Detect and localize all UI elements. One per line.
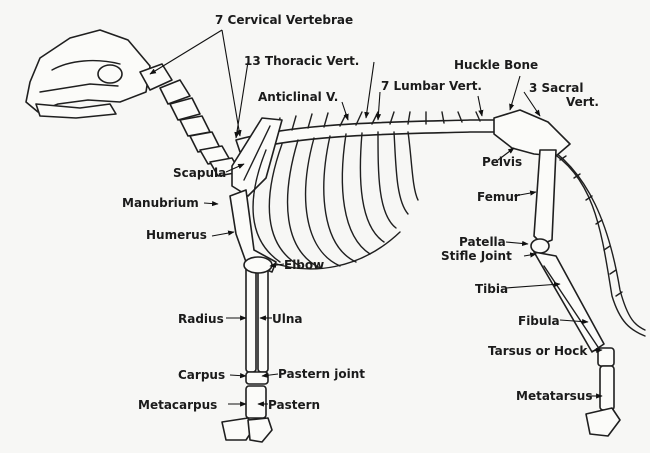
label-elbow: Elbow <box>284 258 324 272</box>
label-thoracic-vertebrae: 13 Thoracic Vert. <box>244 54 359 68</box>
label-sacral-line-1: 3 Sacral <box>529 81 584 95</box>
label-pastern: Pastern <box>268 398 320 412</box>
label-metatarsus: Metatarsus <box>516 389 593 403</box>
cervical-vertebrae <box>140 64 240 176</box>
label-manubrium: Manubrium <box>122 196 199 210</box>
label-lumbar-vertebrae: 7 Lumbar Vert. <box>381 79 482 93</box>
pelvis <box>494 110 570 156</box>
label-metacarpus: Metacarpus <box>138 398 217 412</box>
label-fibula: Fibula <box>518 314 560 328</box>
label-pastern-joint: Pastern joint <box>278 367 365 381</box>
label-stifle-joint: Stifle Joint <box>441 249 512 263</box>
label-huckle-bone: Huckle Bone <box>454 58 538 72</box>
label-radius: Radius <box>178 312 224 326</box>
scapula <box>232 118 282 196</box>
spine <box>236 112 645 336</box>
label-femur: Femur <box>477 190 520 204</box>
label-tibia: Tibia <box>475 282 508 296</box>
label-pelvis: Pelvis <box>482 155 522 169</box>
rib-cage <box>253 132 418 269</box>
label-carpus: Carpus <box>178 368 225 382</box>
label-scapula: Scapula <box>173 166 226 180</box>
label-ulna: Ulna <box>272 312 303 326</box>
label-tarsus-hock: Tarsus or Hock <box>488 344 587 358</box>
label-patella: Patella <box>459 235 506 249</box>
label-cervical-vertebrae: 7 Cervical Vertebrae <box>215 13 353 27</box>
label-anticlinal-vertebra: Anticlinal V. <box>258 90 338 104</box>
skull <box>26 30 150 118</box>
label-humerus: Humerus <box>146 228 207 242</box>
label-sacral-line-2: Vert. <box>566 95 599 109</box>
